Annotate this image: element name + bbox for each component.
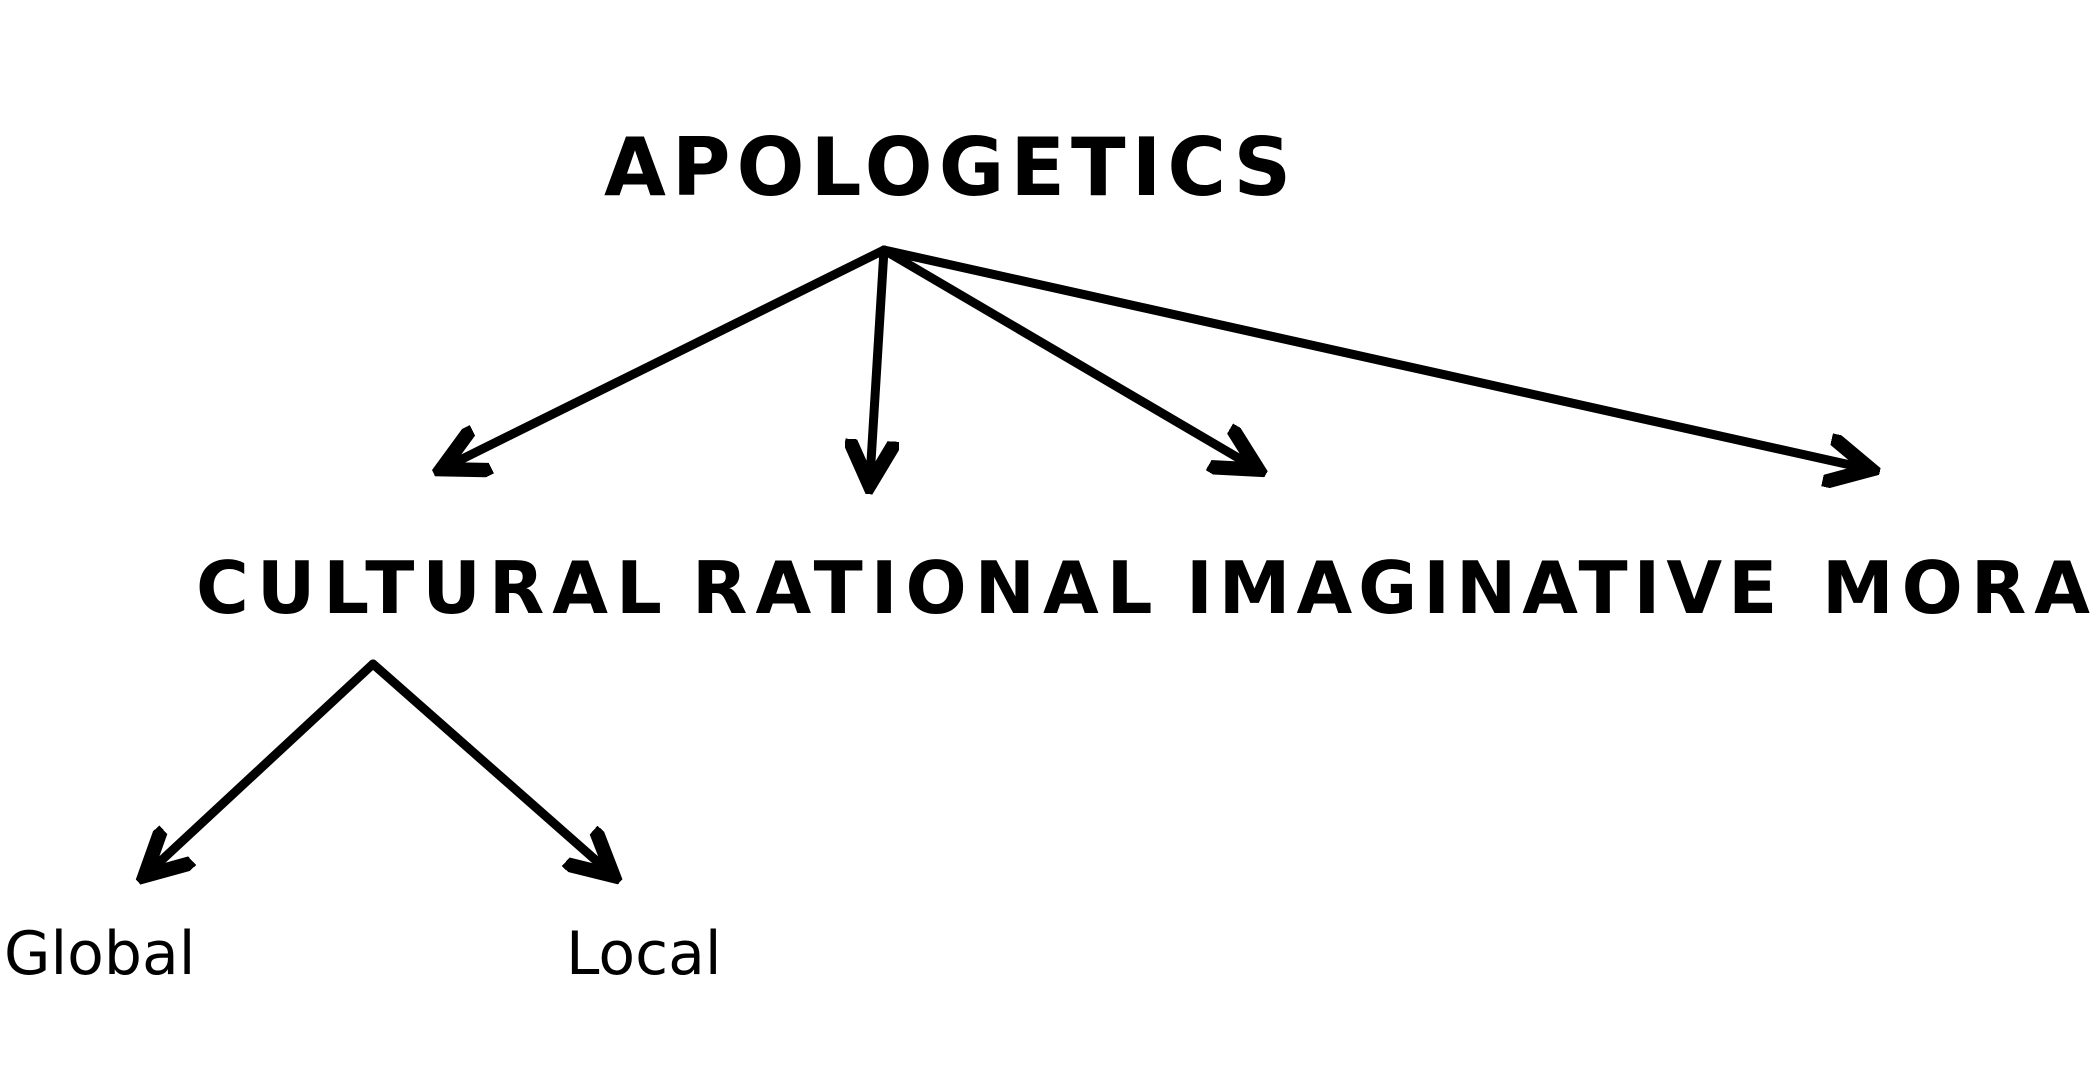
- arrow-root-to-cultural: [448, 245, 889, 466]
- arrow-root-to-moral: [879, 245, 1864, 468]
- arrow-root-to-imaginative: [879, 245, 1252, 466]
- arrow-cultural-to-global: [150, 659, 378, 871]
- category-node-rational: RATIONAL: [692, 546, 1161, 630]
- arrow-root-to-rational: [870, 245, 884, 478]
- arrow-cultural-to-local: [368, 659, 608, 871]
- subcategory-node-local: Local: [566, 919, 722, 989]
- root-node-apologetics: APOLOGETICS: [604, 121, 1298, 214]
- category-node-cultural: CULTURAL: [196, 546, 670, 630]
- root-edges: [448, 245, 1864, 478]
- category-node-moral: MORAL: [1822, 546, 2100, 630]
- category-node-imaginative: IMAGINATIVE: [1186, 546, 1784, 630]
- cultural-edges: [150, 659, 608, 871]
- subcategory-node-global: Global: [4, 919, 196, 989]
